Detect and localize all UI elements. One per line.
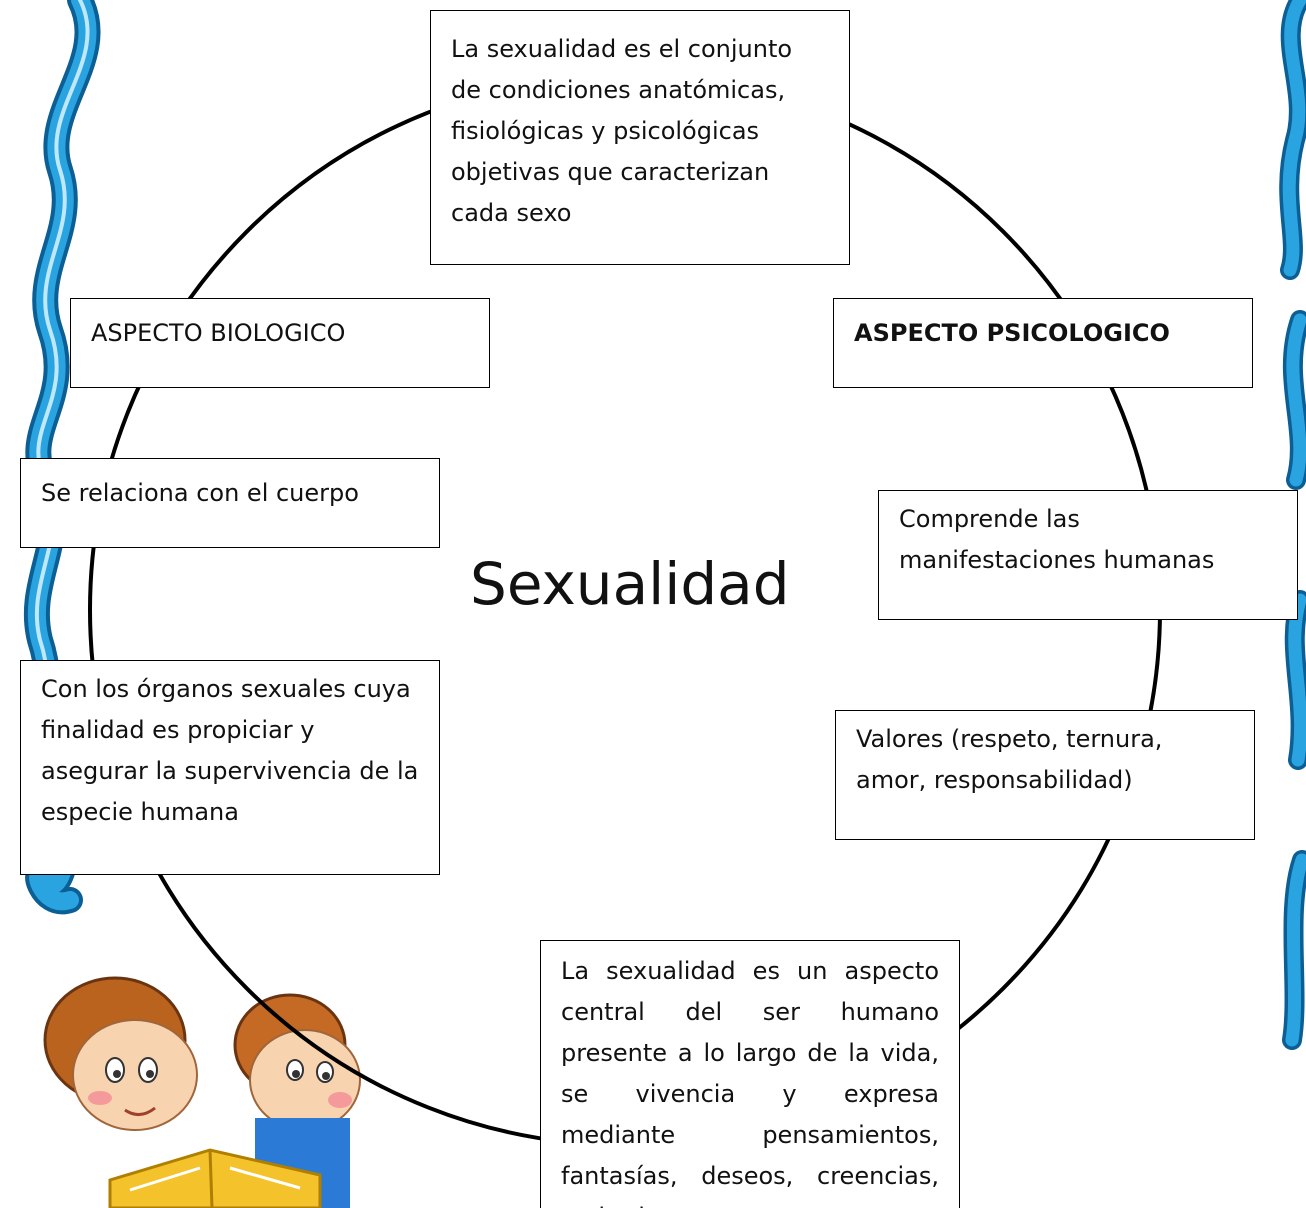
sexual-organs-box: Con los órganos sexuales cuya finalidad … [20,660,440,875]
biological-aspect-heading: ASPECTO BIOLOGICO [70,298,490,388]
definition-box: La sexualidad es el conjunto de condicio… [430,10,850,265]
body-relation-box: Se relaciona con el cuerpo [20,458,440,548]
psychological-aspect-heading: ASPECTO PSICOLOGICO [833,298,1253,388]
values-box: Valores (respeto, ternura, amor, respons… [835,710,1255,840]
book-icon [108,1148,322,1208]
central-aspect-box: La sexualidad es un aspecto central del … [540,940,960,1208]
human-manifestations-box: Comprende las manifestaciones humanas [878,490,1298,620]
child-left-icon [43,976,198,1131]
center-title: Sexualidad [470,550,790,618]
